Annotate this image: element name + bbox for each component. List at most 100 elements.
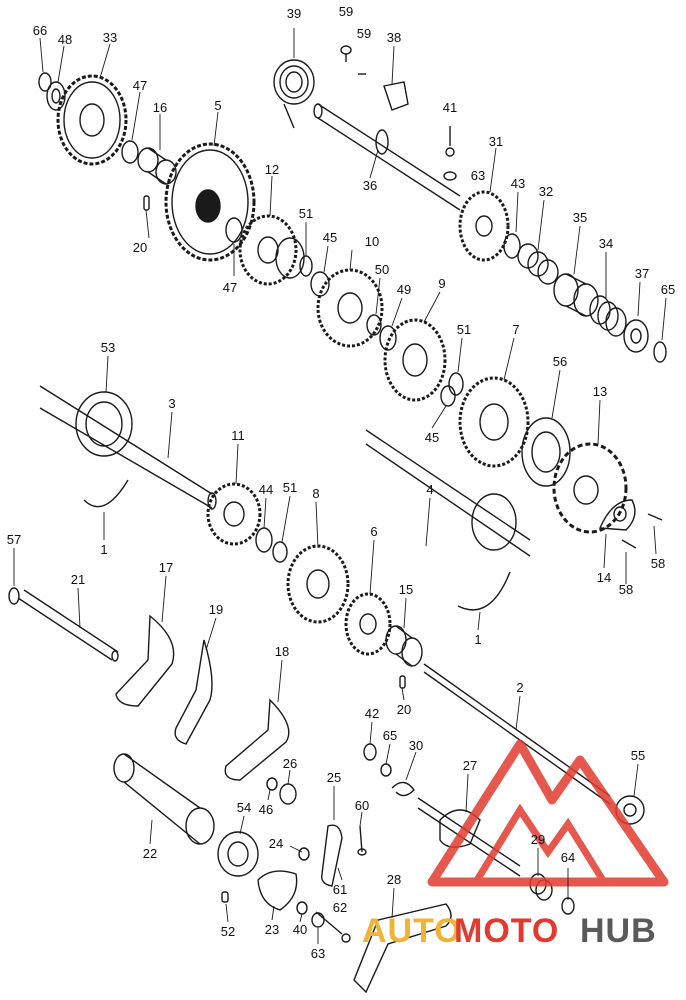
watermark-hub: HUB xyxy=(580,912,657,950)
label-14: 14 xyxy=(597,570,611,585)
spindle-36 xyxy=(313,103,461,211)
pedal-28 xyxy=(353,903,452,994)
label-13: 13 xyxy=(593,384,607,399)
label-36: 36 xyxy=(363,178,377,193)
gear-11 xyxy=(206,482,262,546)
label-60: 60 xyxy=(355,798,369,813)
bolt-60 xyxy=(357,825,367,856)
pin-20-upper xyxy=(143,195,150,211)
washer-47-upper xyxy=(121,140,139,164)
label-18: 18 xyxy=(275,644,289,659)
gear-7 xyxy=(458,376,530,468)
label-51-upper: 51 xyxy=(299,206,313,221)
label-63-upper: 63 xyxy=(471,168,485,183)
label-53: 53 xyxy=(101,340,115,355)
spring-39 xyxy=(273,59,315,129)
bushing-15 xyxy=(385,625,423,667)
label-28: 28 xyxy=(387,872,401,887)
stopper-25 xyxy=(321,824,343,887)
bolt-62 xyxy=(315,911,351,943)
label-34: 34 xyxy=(599,236,613,251)
label-35: 35 xyxy=(573,210,587,225)
label-15: 15 xyxy=(399,582,413,597)
pin-52 xyxy=(221,891,229,903)
spring-34 xyxy=(589,295,627,337)
label-4: 4 xyxy=(426,482,433,497)
label-5: 5 xyxy=(214,98,221,113)
fork-18 xyxy=(224,698,290,781)
label-22: 22 xyxy=(143,846,157,861)
label-61: 61 xyxy=(333,882,347,897)
part-labels: 66 48 33 47 16 5 12 20 47 39 59 59 38 41… xyxy=(7,4,675,961)
shaft-2 xyxy=(423,663,611,805)
label-25: 25 xyxy=(327,770,341,785)
spring-30 xyxy=(391,781,415,797)
label-24: 24 xyxy=(269,836,283,851)
shaft-21 xyxy=(17,589,119,662)
label-45-upper: 45 xyxy=(323,230,337,245)
bearing-53 xyxy=(75,391,133,457)
shaft-4 xyxy=(365,429,531,557)
gear-5 xyxy=(164,142,256,262)
label-2: 2 xyxy=(516,680,523,695)
label-26: 26 xyxy=(283,756,297,771)
label-31: 31 xyxy=(489,134,503,149)
washer-42 xyxy=(363,743,377,761)
label-65-lower: 65 xyxy=(383,728,397,743)
label-47-upper: 47 xyxy=(133,78,147,93)
plate-14 xyxy=(598,499,636,531)
bolt-41 xyxy=(445,126,455,157)
label-7: 7 xyxy=(512,322,519,337)
label-57: 57 xyxy=(7,532,21,547)
label-41: 41 xyxy=(443,100,457,115)
watermark-auto: AUTO xyxy=(362,912,462,950)
label-20-upper: 20 xyxy=(133,240,147,255)
collar-46 xyxy=(266,777,278,791)
washer-43 xyxy=(503,233,521,259)
washer-45-mid xyxy=(440,385,456,407)
gear-8 xyxy=(286,544,350,624)
washer-65-lower xyxy=(380,763,392,777)
label-55: 55 xyxy=(631,748,645,763)
label-38: 38 xyxy=(387,30,401,45)
label-29: 29 xyxy=(531,832,545,847)
label-54: 54 xyxy=(237,800,251,815)
gear-6 xyxy=(344,592,392,656)
label-39: 39 xyxy=(287,6,301,21)
seal-56 xyxy=(521,417,571,487)
label-59-a: 59 xyxy=(339,4,353,19)
ring-57 xyxy=(8,587,20,605)
leader-lines xyxy=(13,28,667,944)
washer-51-upper xyxy=(299,255,313,277)
washer-50 xyxy=(366,314,382,336)
bushing-16 xyxy=(137,147,177,185)
label-47-lower: 47 xyxy=(223,280,237,295)
label-58-b: 58 xyxy=(651,556,665,571)
label-23: 23 xyxy=(265,922,279,937)
ratchet-38 xyxy=(383,81,409,111)
spring-26 xyxy=(279,783,297,805)
label-10: 10 xyxy=(365,234,379,249)
label-52: 52 xyxy=(221,924,235,939)
label-6: 6 xyxy=(370,524,377,539)
label-43: 43 xyxy=(511,176,525,191)
label-32: 32 xyxy=(539,184,553,199)
ring-66 xyxy=(38,72,52,92)
label-56: 56 xyxy=(553,354,567,369)
fork-19 xyxy=(174,639,213,745)
clip-64 xyxy=(561,897,575,915)
clip-1-right xyxy=(457,571,511,611)
label-65-upper: 65 xyxy=(661,282,675,297)
label-51-mid: 51 xyxy=(457,322,471,337)
label-27: 27 xyxy=(463,758,477,773)
drum-22 xyxy=(113,753,215,845)
pin-20-lower xyxy=(399,675,406,689)
clip-51-mid xyxy=(448,372,464,396)
label-58-a: 58 xyxy=(619,582,633,597)
label-30: 30 xyxy=(409,738,423,753)
bearing-54 xyxy=(217,831,259,877)
pin-24 xyxy=(298,847,310,861)
label-46: 46 xyxy=(259,802,273,817)
